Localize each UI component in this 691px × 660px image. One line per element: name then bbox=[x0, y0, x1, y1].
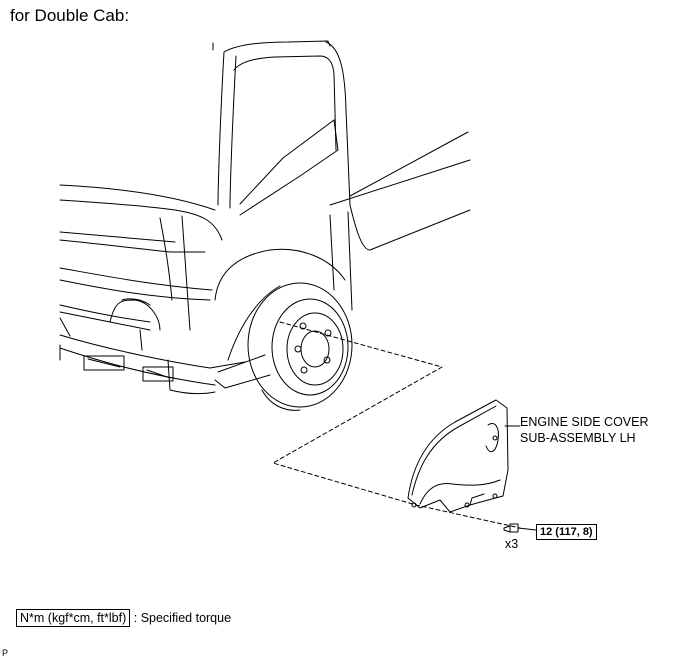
part-name-line-2: SUB-ASSEMBLY LH bbox=[520, 431, 636, 445]
cab-window-frame bbox=[212, 40, 351, 216]
truck-body-side bbox=[329, 131, 471, 311]
legend-unit-box: N*m (kgf*cm, ft*lbf) bbox=[16, 609, 131, 627]
bolt-icon bbox=[503, 523, 537, 533]
diagram-title: for Double Cab: bbox=[10, 6, 130, 25]
corner-code: P bbox=[2, 648, 9, 658]
cab-front bbox=[59, 184, 223, 331]
bolt-quantity: x3 bbox=[505, 537, 519, 551]
torque-spec-box: 12 (117, 8) bbox=[536, 524, 597, 540]
torque-legend: N*m (kgf*cm, ft*lbf) : Specified torque bbox=[16, 609, 232, 627]
front-wheel bbox=[247, 282, 353, 411]
part-name-label: ENGINE SIDE COVER SUB-ASSEMBLY LH bbox=[520, 414, 649, 446]
engine-side-cover-part bbox=[407, 399, 509, 513]
front-bumper bbox=[59, 317, 246, 395]
fender bbox=[214, 248, 346, 389]
installation-guide-lines bbox=[272, 321, 521, 529]
part-name-line-1: ENGINE SIDE COVER bbox=[520, 415, 649, 429]
legend-text: : Specified torque bbox=[133, 611, 232, 625]
